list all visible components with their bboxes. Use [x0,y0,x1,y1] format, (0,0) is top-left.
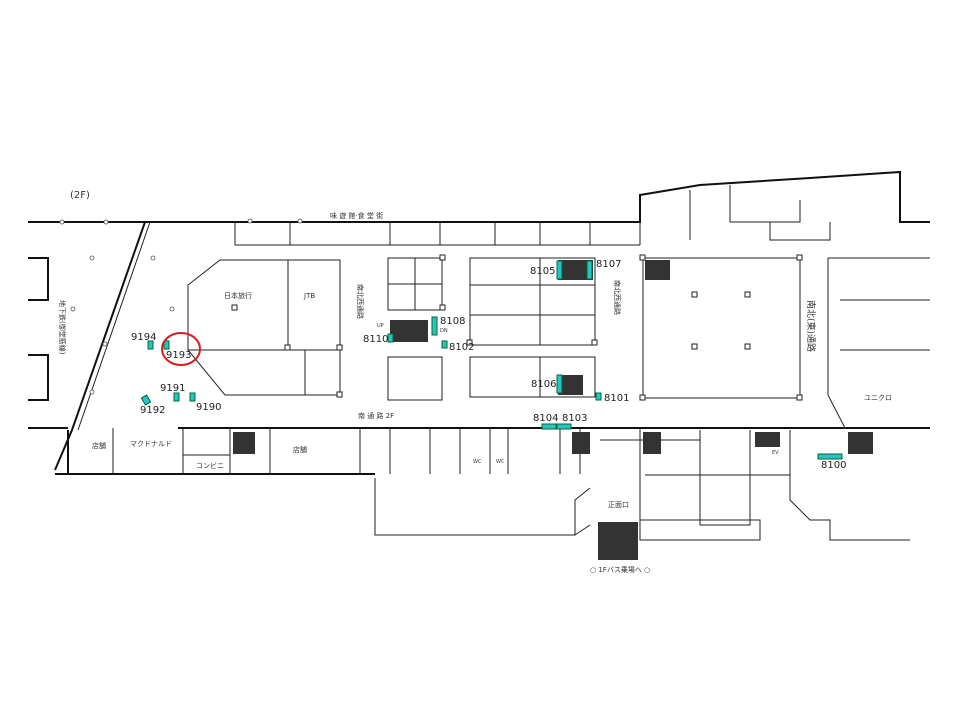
device-label: 9191 [160,383,185,394]
device-9190-marker[interactable] [189,392,196,402]
device-8104-marker[interactable] [541,423,557,430]
label-nippon-travel: 日本旅行 [224,291,252,300]
device-9192-marker[interactable] [140,394,152,406]
device-8106-marker[interactable] [556,374,563,394]
label-ns-west-2: 南北西通路 [613,280,622,315]
label-south-passage: 南 通 路 2F [358,411,394,420]
label-wc-1: WC [473,459,482,465]
label-mcdonalds: マクドナルド [130,440,172,448]
device-label: 8103 [562,413,587,424]
label-shop-2: 店舗 [293,445,307,454]
label-ns-east: 南北(東)通路 [805,300,817,352]
label-up: UP [377,323,384,329]
device-9194-marker[interactable] [147,340,154,350]
label-convenience: コンビニ [196,461,224,470]
device-9191-marker[interactable] [173,392,180,402]
device-8101-marker[interactable] [595,392,602,401]
label-subway: 地下鉄(御堂筋線) [58,300,67,355]
device-8110-marker[interactable] [387,333,394,343]
device-label: 8107 [596,259,621,270]
columns [59,218,803,401]
device-label: 9194 [131,332,156,343]
device-label: 8100 [821,460,846,471]
device-label: 9190 [196,402,221,413]
label-main-entrance: 正面口 [608,501,629,509]
device-8105-marker[interactable] [556,260,563,280]
device-8108-marker[interactable] [431,316,438,336]
device-9193-marker[interactable] [163,340,170,350]
escalators [233,260,873,560]
floor-label: (2F) [70,190,90,201]
label-ev: EV [772,450,779,456]
device-labels: 9194 9193 9191 9192 9190 8105 8107 8108 … [131,259,846,471]
device-label: 8104 [533,413,558,424]
label-bus-stop: ○ 1Fバス乗場へ ○ [590,565,650,574]
device-8103-marker[interactable] [556,423,572,430]
device-label: 8110 [363,334,388,345]
label-jtb: JTB [303,292,315,300]
label-wc-2: WC [496,459,505,465]
device-label: 8101 [604,393,629,404]
device-label: 8105 [530,266,555,277]
label-uniqlo: ユニクロ [864,394,892,402]
label-dn: DN [440,328,448,334]
device-8100-marker[interactable] [817,453,843,460]
device-label: 9193 [166,350,191,361]
device-label: 8106 [531,379,556,390]
highlight-circle-9193 [161,332,201,366]
device-label: 8108 [440,316,465,327]
device-label: 9192 [140,405,165,416]
devices[interactable] [140,260,843,460]
label-ns-west-1: 南北西通路 [356,284,365,319]
label-top-corridor: 味 遊 館·食 堂 街 [330,211,383,220]
label-shop-1: 店舗 [92,441,106,450]
device-label: 8102 [449,342,474,353]
device-8107-marker[interactable] [586,260,593,280]
device-8102-marker[interactable] [441,340,448,349]
